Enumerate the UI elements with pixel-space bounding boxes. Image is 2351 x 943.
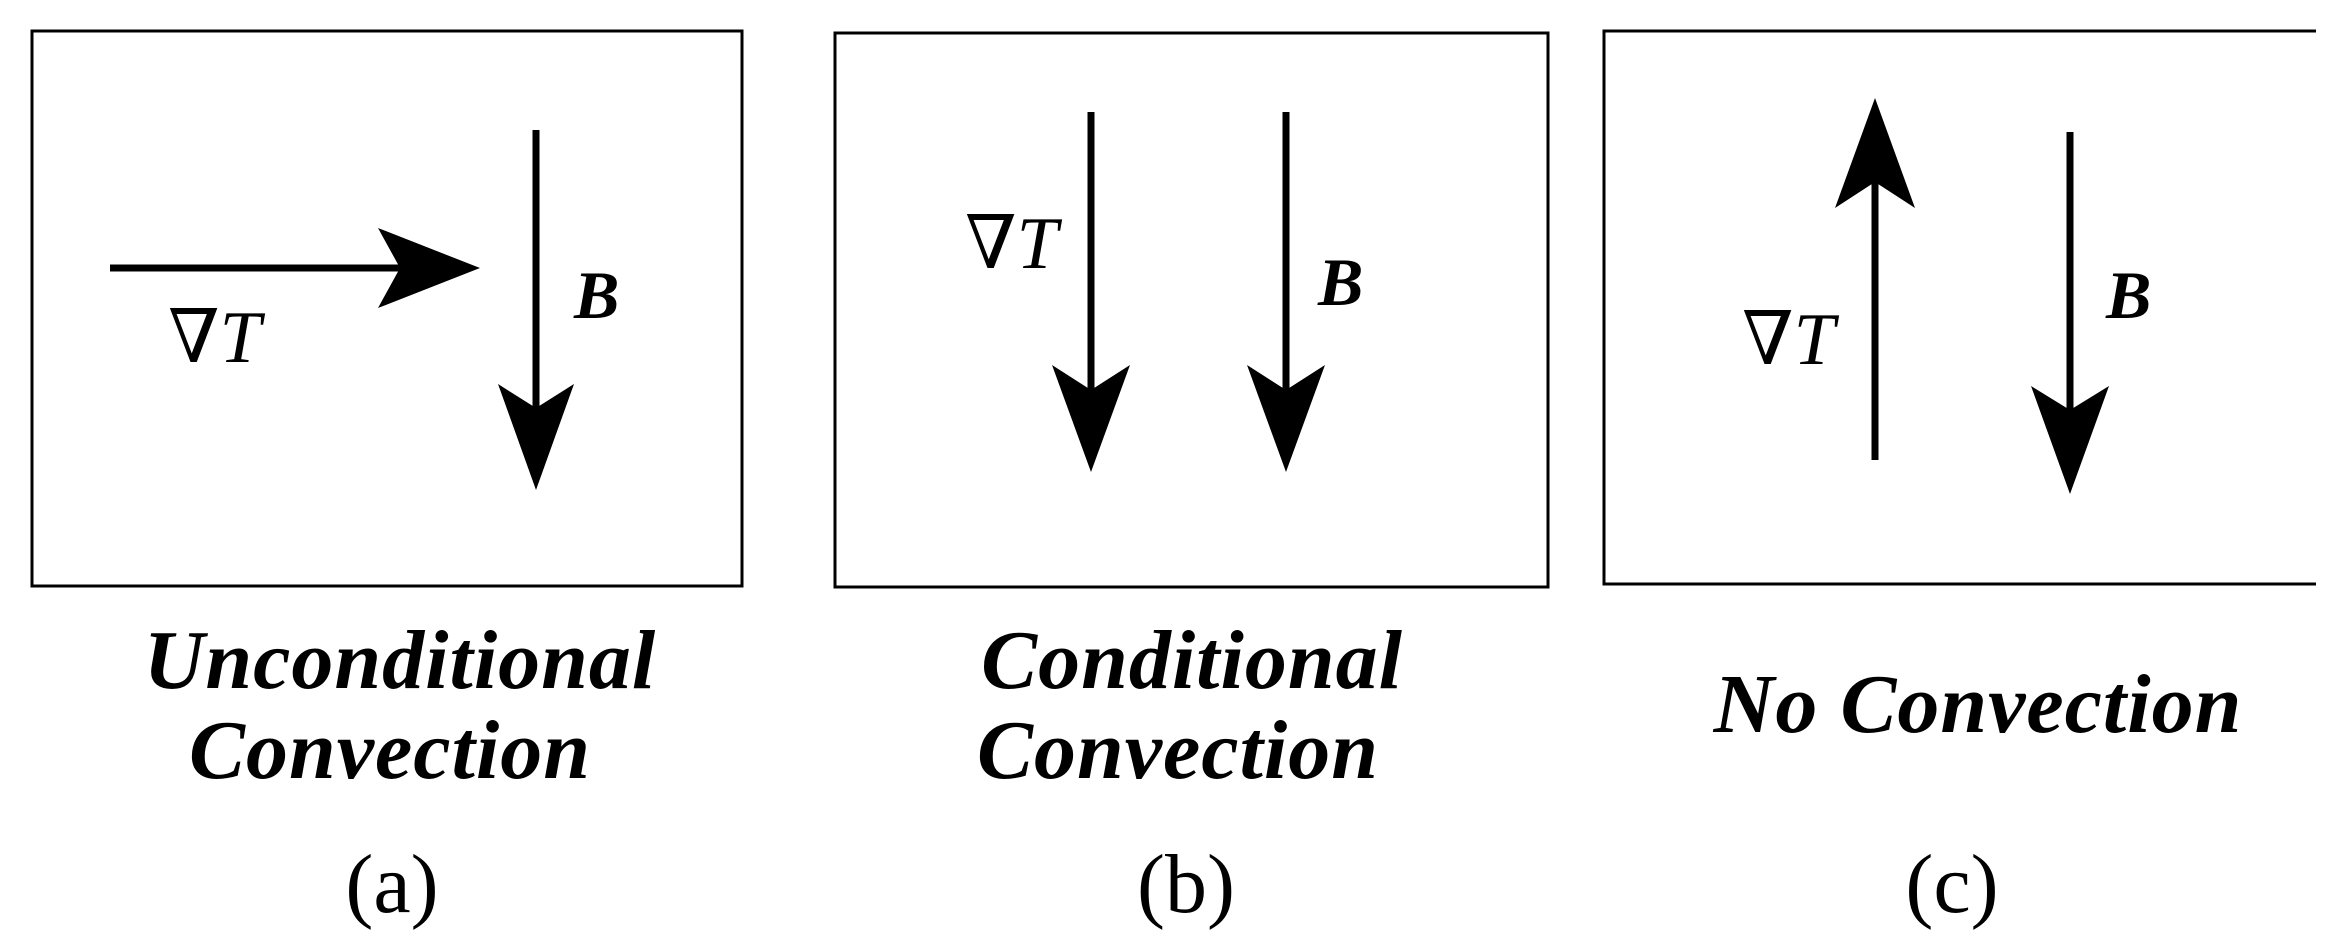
panel-c-grad-t-arrow: [1835, 98, 1915, 460]
panel-c-frame: [1602, 29, 2316, 586]
panel-c-title-line-1: No Convection: [1713, 658, 2243, 751]
panel-c: ∇T B No Convection (c): [1602, 29, 2316, 931]
panel-a-title-line-1: Unconditional: [144, 614, 656, 707]
panel-a-title-line-2: Convection: [189, 704, 591, 797]
panel-c-grad-t-label: ∇T: [1742, 299, 1840, 381]
panel-a-frame: [30, 29, 744, 588]
panel-b: ∇T B Conditional Convection (b): [833, 31, 1550, 931]
panel-c-label: (c): [1905, 838, 1998, 931]
panel-b-frame: [833, 31, 1550, 589]
panel-a-b-arrow: [498, 130, 574, 490]
panel-b-label: (b): [1137, 838, 1235, 931]
panel-a: ∇T B Unconditional Convection (a): [30, 29, 744, 931]
panel-a-b-label: B: [573, 257, 619, 333]
panel-b-b-arrow: [1247, 112, 1325, 472]
panel-c-b-arrow: [2031, 132, 2109, 494]
panel-c-b-label: B: [2105, 257, 2151, 333]
panel-b-grad-t-arrow: [1052, 112, 1130, 472]
panel-b-grad-t-label: ∇T: [965, 203, 1063, 285]
panel-a-grad-t-arrow: [110, 228, 480, 308]
panel-a-grad-t-label: ∇T: [168, 297, 266, 379]
panel-b-b-label: B: [1317, 244, 1363, 320]
panel-a-label: (a): [345, 838, 438, 931]
panel-b-title-line-1: Conditional: [981, 614, 1403, 707]
panel-b-title-line-2: Convection: [977, 704, 1379, 797]
